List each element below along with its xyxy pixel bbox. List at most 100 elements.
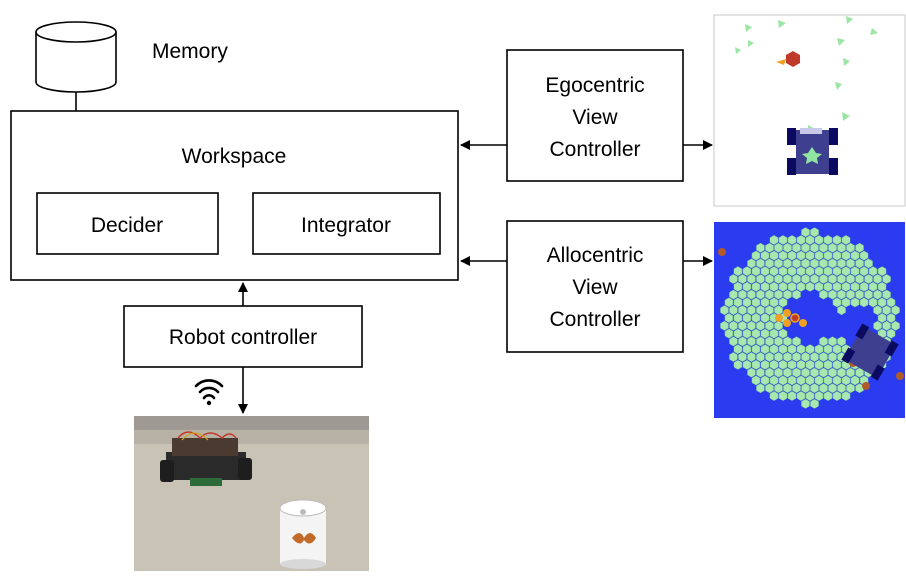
hex-cell	[850, 297, 860, 308]
allocentric-controller-box	[506, 220, 684, 353]
hex-cell	[769, 297, 779, 308]
hex-cell	[850, 375, 860, 386]
allocentric-robot	[841, 323, 899, 381]
hex-cell	[832, 344, 842, 355]
hex-cell	[756, 289, 765, 300]
hex-cell	[760, 328, 770, 339]
hex-cell	[859, 297, 869, 308]
hex-cell	[774, 305, 783, 316]
hex-cell	[796, 391, 806, 401]
hex-cell	[832, 297, 842, 308]
hex-cell	[855, 242, 864, 253]
hex-cell	[855, 383, 864, 394]
hex-cell	[841, 375, 851, 386]
hex-cell	[738, 352, 747, 362]
hex-cell	[828, 258, 837, 269]
hex-cell	[733, 328, 743, 339]
egocentric-line-3: Controller	[549, 138, 640, 161]
hex-cell	[792, 336, 801, 347]
hex-cell	[760, 313, 770, 323]
hex-cell	[747, 274, 756, 284]
hex-cell	[814, 281, 824, 292]
hex-cell	[729, 305, 738, 316]
hex-cell	[841, 281, 851, 292]
hex-cell	[823, 344, 833, 355]
hex-cell	[877, 281, 887, 292]
hex-cell	[832, 266, 842, 277]
hex-cell	[778, 328, 788, 339]
hex-cell	[733, 344, 743, 355]
hex-cell	[846, 383, 855, 394]
hex-cell	[769, 250, 779, 261]
hex-cell	[774, 242, 783, 253]
hex-cell	[873, 320, 882, 331]
hex-cell	[756, 336, 765, 347]
hex-cell	[891, 305, 900, 316]
hex-cell	[841, 297, 851, 308]
hex-cell	[765, 320, 774, 331]
hex-cell	[841, 235, 851, 245]
hex-cell	[742, 344, 752, 355]
egocentric-target-marker	[776, 51, 800, 67]
hex-cell	[823, 391, 833, 401]
hex-cell	[814, 235, 824, 245]
hex-cell	[783, 258, 792, 269]
hex-cell	[796, 281, 806, 292]
hex-cell	[864, 274, 873, 284]
hex-cell	[760, 359, 770, 370]
hex-cell	[783, 274, 792, 284]
hex-cell	[810, 274, 819, 284]
hex-cell	[751, 328, 761, 339]
memory-database-icon	[35, 21, 117, 93]
hex-cell	[882, 305, 891, 316]
hex-cell	[765, 242, 774, 253]
hex-cell	[828, 274, 837, 284]
hex-cell	[720, 320, 729, 331]
hex-cell	[787, 281, 797, 292]
target-can	[279, 499, 327, 569]
hex-cell	[837, 274, 846, 284]
hex-cell	[742, 281, 752, 292]
hex-cell	[819, 274, 828, 284]
hex-cell	[774, 320, 783, 331]
hex-cell	[796, 235, 806, 245]
hex-cell	[769, 375, 779, 386]
hex-cell	[805, 266, 815, 277]
hex-cell	[729, 352, 738, 362]
hex-cell	[742, 328, 752, 339]
hex-cell	[756, 274, 765, 284]
hex-cell	[814, 391, 824, 401]
hex-cell	[787, 359, 797, 370]
hex-cell	[783, 289, 792, 300]
hex-cell	[837, 383, 846, 394]
hex-cell	[756, 352, 765, 362]
hex-cell	[819, 242, 828, 253]
hex-cell	[805, 344, 815, 355]
hex-cell	[850, 266, 860, 277]
hex-cell	[733, 297, 743, 308]
hex-cell	[765, 289, 774, 300]
robot-photo	[134, 416, 369, 571]
hex-cell	[814, 375, 824, 386]
hex-cell	[778, 266, 788, 277]
hex-cell	[796, 359, 806, 370]
hex-cell	[855, 274, 864, 284]
hex-cell	[819, 352, 828, 362]
hex-cell	[747, 305, 756, 316]
hex-cell	[828, 352, 837, 362]
decider-box	[36, 192, 219, 255]
hex-cell	[832, 391, 842, 401]
hex-cell	[873, 289, 882, 300]
hex-cell	[796, 375, 806, 386]
hex-cell	[738, 274, 747, 284]
hex-cell	[859, 250, 869, 261]
hex-cell	[792, 383, 801, 394]
hex-cell	[846, 274, 855, 284]
hex-cell	[823, 266, 833, 277]
hex-cell	[801, 274, 810, 284]
robot-controller-label: Robot controller	[169, 326, 317, 349]
hex-cell	[751, 250, 761, 261]
hex-cell	[823, 359, 833, 370]
hex-cell	[882, 320, 891, 331]
hex-cell	[783, 242, 792, 253]
